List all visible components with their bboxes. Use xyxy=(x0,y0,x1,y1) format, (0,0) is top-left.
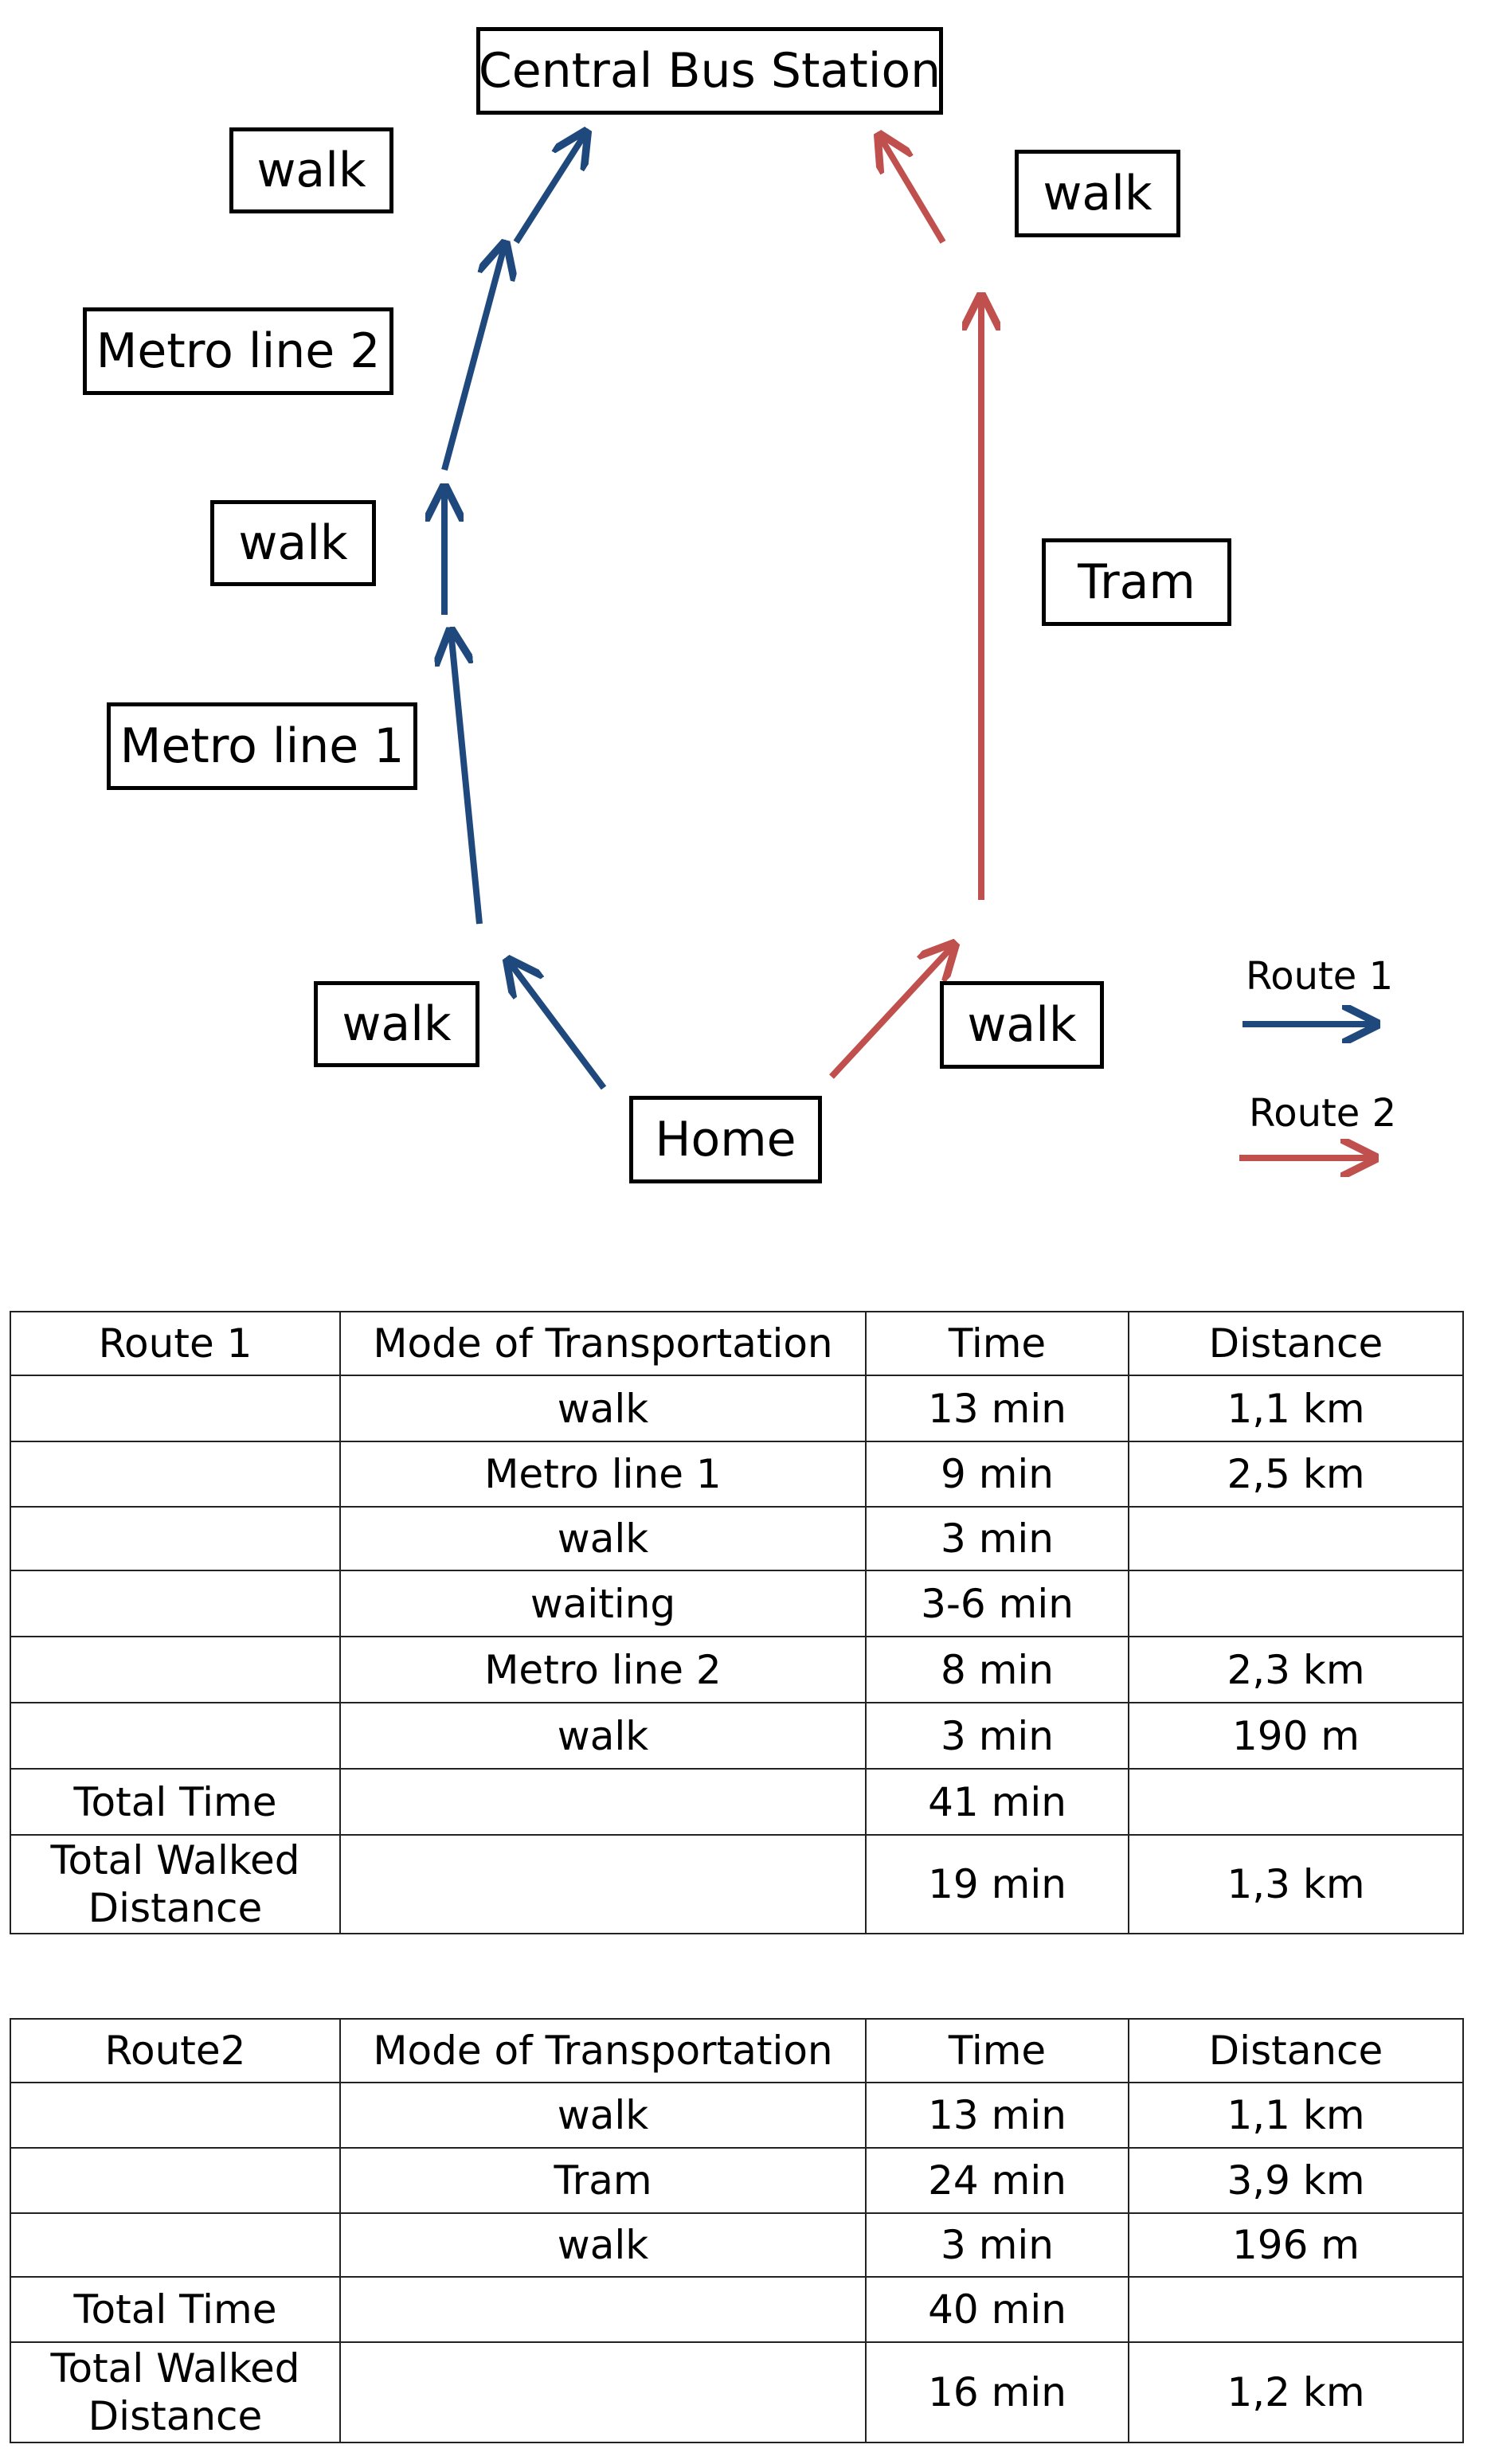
table-cell xyxy=(1128,1506,1464,1571)
table-cell: 3 min xyxy=(865,1702,1129,1770)
table-header: Route 1 Mode of Transportation Time Dist… xyxy=(10,1311,1464,1376)
table-cell: walk xyxy=(339,1375,867,1442)
table-cell: walk xyxy=(339,1702,867,1770)
table-row: walk 13 min 1,1 km xyxy=(10,2082,1464,2149)
table-cell: Total Time xyxy=(10,2276,341,2343)
table-cell xyxy=(339,2276,867,2343)
table-cell xyxy=(10,1636,341,1703)
table-cell: 9 min xyxy=(865,1441,1129,1508)
route2-table: Route2 Mode of Transportation Time Dista… xyxy=(10,2018,1464,2443)
table-row: Total Walked Distance 19 min 1,3 km xyxy=(10,1834,1464,1934)
table-cell: 1,1 km xyxy=(1128,1375,1464,1442)
table-header: Route2 Mode of Transportation Time Dista… xyxy=(10,2018,1464,2083)
table-row: walk 3 min 196 m xyxy=(10,2212,1464,2278)
table-cell: 24 min xyxy=(865,2147,1129,2214)
route2-arrow-walk-start xyxy=(829,945,954,1079)
table-cell: 40 min xyxy=(865,2276,1129,2343)
table-row: walk 13 min 1,1 km xyxy=(10,1375,1464,1442)
table-cell xyxy=(339,2341,867,2443)
route2-label-tram: Tram xyxy=(1042,538,1231,626)
table-cell xyxy=(10,2147,341,2214)
route1-label-walk-mid: walk xyxy=(210,500,376,586)
table-cell xyxy=(339,1768,867,1836)
table-row: Total Time 41 min xyxy=(10,1768,1464,1836)
table-row: Metro line 2 8 min 2,3 km xyxy=(10,1636,1464,1703)
table-cell xyxy=(10,1570,341,1637)
header-cell: Distance xyxy=(1128,2018,1464,2083)
table-cell xyxy=(10,1702,341,1770)
table-row: walk 3 min xyxy=(10,1506,1464,1571)
table-cell: 2,3 km xyxy=(1128,1636,1464,1703)
table-cell: 16 min xyxy=(865,2341,1129,2443)
table-cell: 41 min xyxy=(865,1768,1129,1836)
table-cell: walk xyxy=(339,1506,867,1571)
header-cell: Route2 xyxy=(10,2018,341,2083)
table-cell: Metro line 1 xyxy=(339,1441,867,1508)
table-row: Total Walked Distance 16 min 1,2 km xyxy=(10,2341,1464,2443)
header-cell: Mode of Transportation xyxy=(339,2018,867,2083)
route1-table: Route 1 Mode of Transportation Time Dist… xyxy=(10,1311,1464,1934)
route1-label-walk-top: walk xyxy=(229,127,393,213)
header-cell: Time xyxy=(865,2018,1129,2083)
route1-arrow-metro1 xyxy=(451,631,483,925)
table-cell: 3 min xyxy=(865,2212,1129,2278)
table-cell: walk xyxy=(339,2212,867,2278)
header-cell: Mode of Transportation xyxy=(339,1311,867,1376)
route1-label-metro2: Metro line 2 xyxy=(83,307,393,395)
table-cell xyxy=(1128,1570,1464,1637)
table-cell xyxy=(10,1375,341,1442)
table-cell: 1,2 km xyxy=(1128,2341,1464,2443)
table-cell: Tram xyxy=(339,2147,867,2214)
route2-label-walk-bottom: walk xyxy=(940,981,1104,1069)
table-row: Total Time 40 min xyxy=(10,2276,1464,2343)
central-bus-station-node: Central Bus Station xyxy=(476,27,943,115)
table-cell: Total Walked Distance xyxy=(10,2341,341,2443)
table-cell: Total Walked Distance xyxy=(10,1834,341,1934)
table-cell xyxy=(1128,1768,1464,1836)
table-cell: waiting xyxy=(339,1570,867,1637)
table-cell xyxy=(10,2212,341,2278)
table-cell: 13 min xyxy=(865,2082,1129,2149)
table-cell xyxy=(339,1834,867,1934)
route1-arrow-walk-end xyxy=(513,132,586,244)
table-cell: 2,5 km xyxy=(1128,1441,1464,1508)
route1-arrow-walk-start xyxy=(508,960,607,1090)
table-cell: walk xyxy=(339,2082,867,2149)
table-cell: Metro line 2 xyxy=(339,1636,867,1703)
route2-label-walk-top: walk xyxy=(1015,150,1180,237)
table-cell: 13 min xyxy=(865,1375,1129,1442)
table-cell: 1,3 km xyxy=(1128,1834,1464,1934)
table-cell: 190 m xyxy=(1128,1702,1464,1770)
table-cell: 1,1 km xyxy=(1128,2082,1464,2149)
table-cell: 3 min xyxy=(865,1506,1129,1571)
table-cell: 19 min xyxy=(865,1834,1129,1934)
table-cell xyxy=(10,2082,341,2149)
header-cell: Time xyxy=(865,1311,1129,1376)
table-row: walk 3 min 190 m xyxy=(10,1702,1464,1770)
table-cell: Total Time xyxy=(10,1768,341,1836)
legend-route1-label: Route 1 xyxy=(1246,954,1394,999)
route2-arrow-walk-end xyxy=(879,135,946,244)
table-cell: 196 m xyxy=(1128,2212,1464,2278)
header-cell: Distance xyxy=(1128,1311,1464,1376)
header-cell: Route 1 xyxy=(10,1311,341,1376)
table-row: waiting 3-6 min xyxy=(10,1570,1464,1637)
route1-label-metro1: Metro line 1 xyxy=(107,702,417,790)
route1-label-walk-bottom: walk xyxy=(314,981,479,1067)
table-row: Tram 24 min 3,9 km xyxy=(10,2147,1464,2214)
route-diagram xyxy=(0,0,1491,1210)
table-cell xyxy=(10,1441,341,1508)
legend-route2-label: Route 2 xyxy=(1249,1091,1397,1136)
table-cell xyxy=(1128,2276,1464,2343)
home-node: Home xyxy=(629,1096,822,1183)
table-cell xyxy=(10,1506,341,1571)
route1-arrow-metro2 xyxy=(441,244,505,471)
table-cell: 8 min xyxy=(865,1636,1129,1703)
table-row: Metro line 1 9 min 2,5 km xyxy=(10,1441,1464,1508)
table-cell: 3-6 min xyxy=(865,1570,1129,1637)
table-cell: 3,9 km xyxy=(1128,2147,1464,2214)
